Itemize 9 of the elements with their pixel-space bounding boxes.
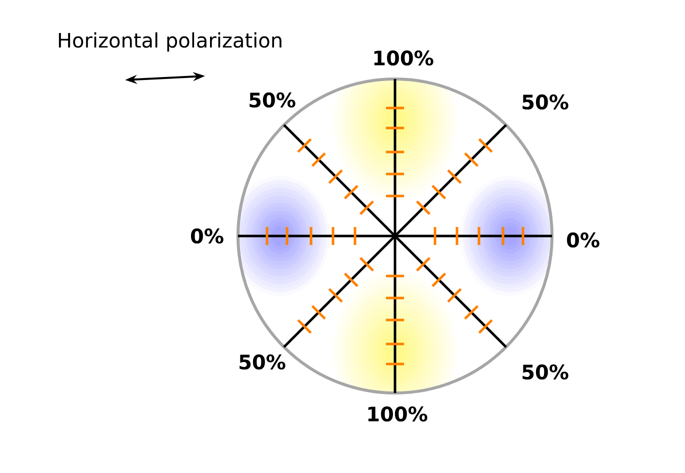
- percent-label: 50%: [522, 94, 568, 110]
- percent-label: 100%: [368, 406, 428, 422]
- percent-label: 50%: [240, 354, 286, 370]
- percent-label: 50%: [250, 92, 296, 108]
- percent-label: 0%: [190, 228, 224, 244]
- percent-label: 0%: [566, 232, 600, 248]
- percent-label: 100%: [374, 50, 434, 66]
- title: Horizontal polarization: [58, 32, 282, 52]
- percent-label: 50%: [522, 364, 568, 380]
